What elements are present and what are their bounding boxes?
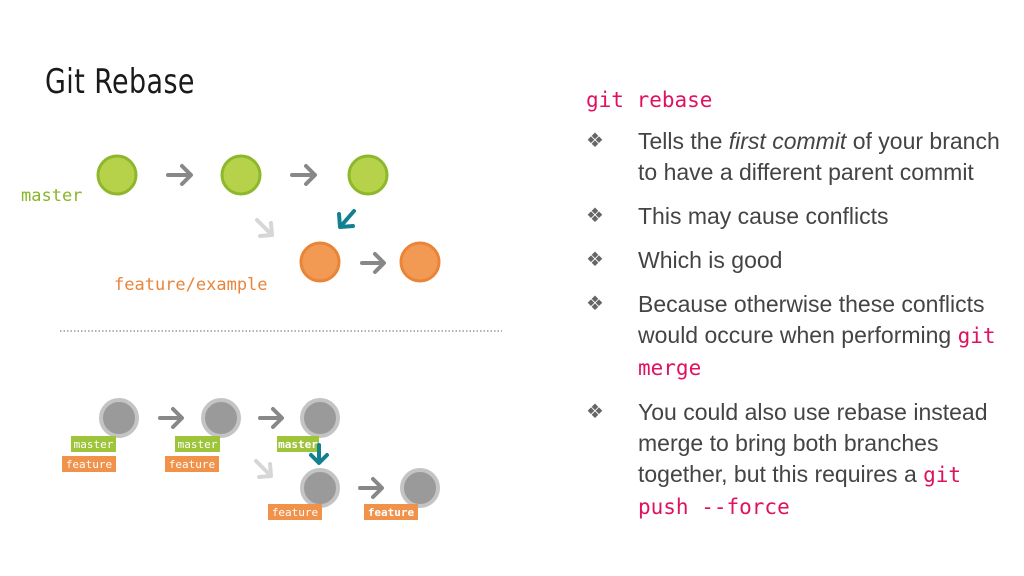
feature-badge-bg bbox=[364, 504, 418, 520]
bullet-text: Which is good bbox=[638, 247, 783, 273]
feature-branch-label: feature/example bbox=[114, 275, 268, 295]
teal-rebase-arrow-icon bbox=[337, 209, 356, 229]
gray-commit-2 bbox=[201, 398, 241, 438]
master-badge: master bbox=[278, 438, 318, 451]
bullet-item: ❖ Which is good bbox=[586, 245, 1006, 276]
master-commit-1 bbox=[96, 154, 138, 196]
master-badge-bg bbox=[175, 436, 220, 452]
bullet-item: ❖ This may cause conflicts bbox=[586, 201, 1006, 232]
gray-commit-3 bbox=[300, 398, 340, 438]
command-heading: git rebase bbox=[586, 88, 713, 112]
diamond-bullet-icon: ❖ bbox=[586, 249, 604, 271]
inline-code: git push --force bbox=[638, 463, 962, 519]
arrow-right-icon bbox=[158, 407, 184, 429]
feature-badge-bg bbox=[165, 456, 219, 472]
bullet-text: Tells the bbox=[638, 128, 729, 154]
bullet-item: ❖ You could also use rebase instead merge… bbox=[586, 397, 1006, 523]
feature-badge: feature bbox=[169, 458, 215, 471]
arrow-right-icon bbox=[258, 407, 284, 429]
master-commit-2 bbox=[220, 154, 262, 196]
bullet-text: You could also use rebase instead merge … bbox=[638, 399, 988, 487]
bullet-text: This may cause conflicts bbox=[638, 203, 889, 229]
teal-rebase-arrow-icon bbox=[309, 443, 329, 465]
gray-commit-1 bbox=[99, 398, 139, 438]
gray-commit-5 bbox=[400, 468, 440, 508]
faded-diagonal-arrow-icon bbox=[255, 218, 274, 238]
master-badge: master bbox=[178, 438, 218, 451]
slide-title: Git Rebase bbox=[45, 62, 195, 102]
feature-badge-bg bbox=[268, 504, 322, 520]
diamond-bullet-icon: ❖ bbox=[586, 130, 604, 152]
feature-badge: feature bbox=[272, 506, 318, 519]
feature-commit-1 bbox=[299, 241, 341, 283]
gray-commit-4 bbox=[300, 468, 340, 508]
feature-badge: feature bbox=[368, 506, 415, 519]
faded-diagonal-arrow-icon bbox=[254, 459, 273, 479]
bullet-emphasis: first commit bbox=[728, 128, 847, 154]
master-badge-bg bbox=[277, 436, 319, 452]
arrow-right-icon bbox=[290, 164, 317, 186]
feature-badge: feature bbox=[66, 458, 112, 471]
diamond-bullet-icon: ❖ bbox=[586, 293, 604, 315]
arrow-right-icon bbox=[360, 252, 386, 274]
inline-code: git merge bbox=[638, 324, 996, 380]
feature-commit-2 bbox=[399, 241, 441, 283]
bullet-text: of your branch to have a different paren… bbox=[638, 128, 1000, 185]
diamond-bullet-icon: ❖ bbox=[586, 401, 604, 423]
arrow-right-icon bbox=[358, 477, 384, 499]
rebase-diagram: master feature/example master fe bbox=[21, 154, 502, 520]
master-branch-label: master bbox=[21, 186, 82, 206]
bullet-item: ❖ Because otherwise these conflicts would… bbox=[586, 289, 1006, 384]
bullet-item: ❖ Tells the first commit of your branch t… bbox=[586, 126, 1006, 188]
arrow-right-icon bbox=[166, 164, 193, 186]
feature-badge-bg bbox=[62, 456, 116, 472]
bullet-text: Because otherwise these conflicts would … bbox=[638, 291, 985, 348]
master-badge: master bbox=[74, 438, 114, 451]
explanation-panel: git rebase ❖ Tells the first commit of yo… bbox=[586, 88, 1006, 536]
diamond-bullet-icon: ❖ bbox=[586, 205, 604, 227]
bullet-list: ❖ Tells the first commit of your branch t… bbox=[586, 126, 1006, 523]
master-badge-bg bbox=[71, 436, 116, 452]
master-commit-3 bbox=[347, 154, 389, 196]
